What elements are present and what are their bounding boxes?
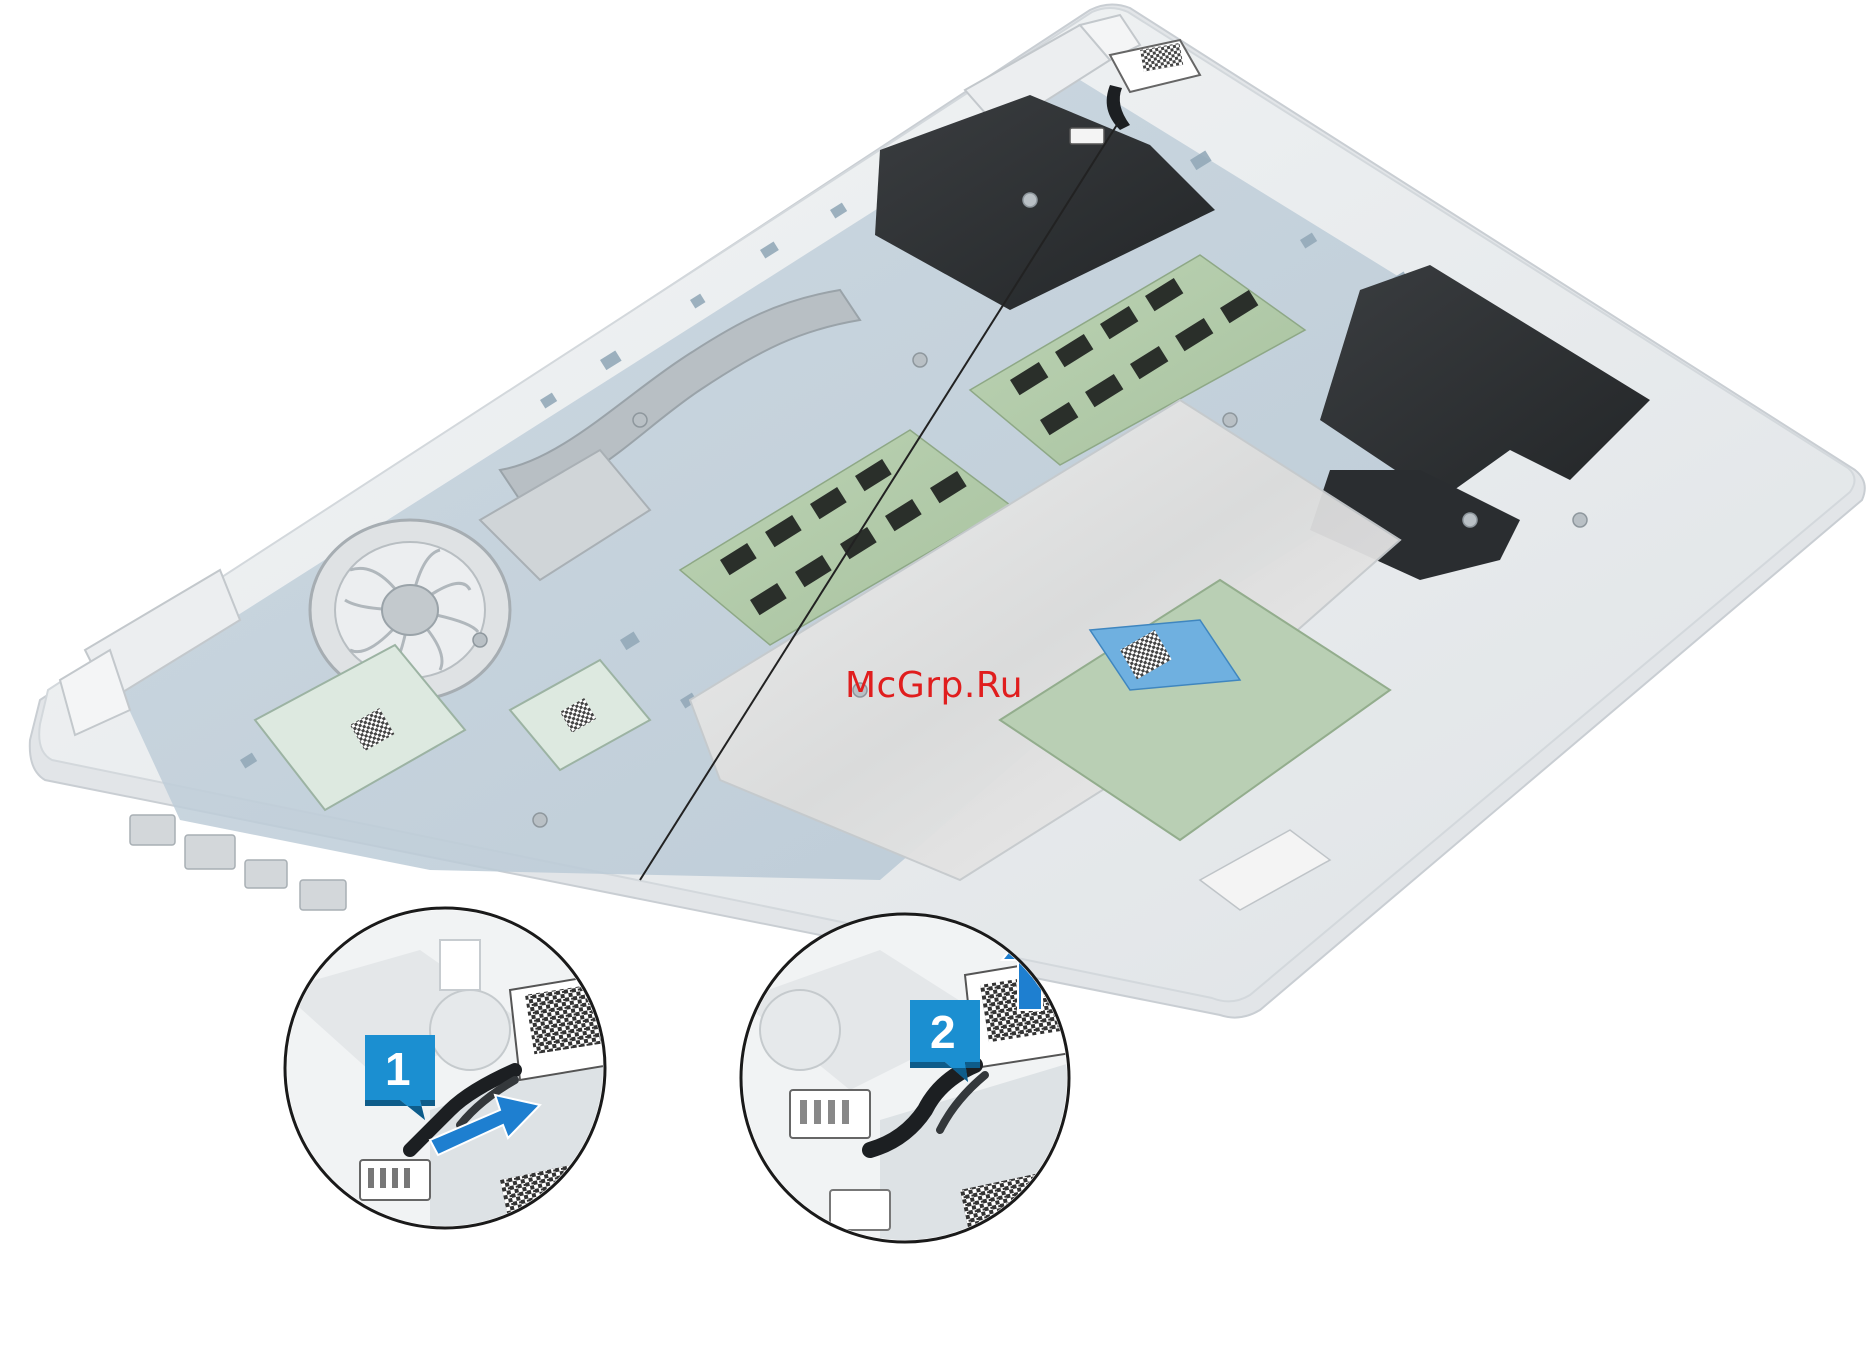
callout-detail-1: 1 [280, 905, 640, 1240]
watermark-text: McGrp.Ru [845, 665, 1023, 706]
step-number-1: 1 [385, 1043, 411, 1095]
laptop-base [30, 4, 1865, 1017]
step-number-2: 2 [930, 1006, 956, 1058]
